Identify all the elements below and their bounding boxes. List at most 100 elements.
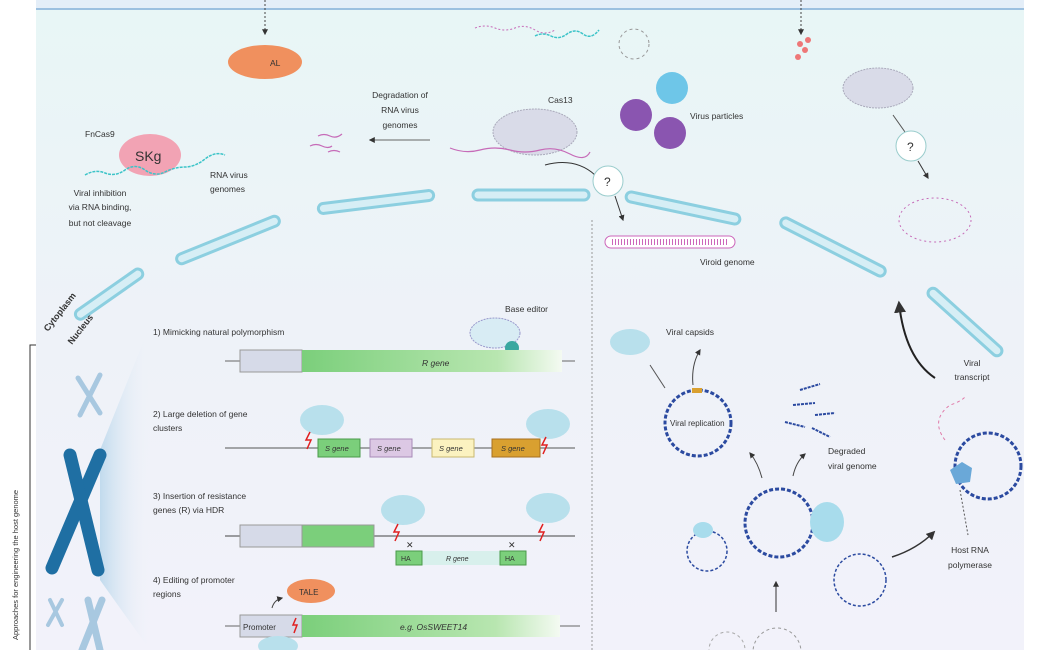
virus-particle bbox=[620, 99, 652, 131]
viral-capsids-label: Viral capsids bbox=[666, 327, 714, 337]
ha-box bbox=[499, 550, 527, 566]
svg-text:RNA virus: RNA virus bbox=[210, 170, 248, 180]
cas13-label: Cas13 bbox=[548, 95, 573, 105]
approaches-side-label: Approaches for engineering the host geno… bbox=[11, 490, 20, 640]
sweet-gene-label: e.g. OsSWEET14 bbox=[400, 622, 467, 632]
base-editor-label: Base editor bbox=[505, 304, 548, 314]
svg-text:2) Large deletion of gene: 2) Large deletion of gene bbox=[153, 409, 248, 419]
host-rna-polymerase bbox=[950, 462, 972, 484]
cas-complex bbox=[610, 329, 650, 355]
svg-text:Viral: Viral bbox=[964, 358, 981, 368]
r-gene-label: R gene bbox=[446, 556, 469, 563]
viral-transcript bbox=[938, 396, 966, 441]
ha-label: HA bbox=[505, 556, 515, 563]
gene-box bbox=[301, 524, 375, 548]
nuclear-envelope bbox=[73, 188, 1004, 358]
degraded-rna-fragments bbox=[309, 133, 343, 153]
promoter-region bbox=[239, 524, 303, 548]
viral-replication-label: Viral replication bbox=[670, 419, 725, 428]
sweet-gene-box bbox=[302, 615, 560, 637]
s-gene-box bbox=[491, 438, 541, 458]
crossover-icon: ✕ bbox=[508, 540, 516, 550]
cas9-complex bbox=[300, 405, 344, 435]
svg-text:but not cleavage: but not cleavage bbox=[69, 218, 132, 228]
s-gene-label: S gene bbox=[501, 444, 525, 453]
viral-inhibition-label: Viral inhibition via RNA binding, but no… bbox=[69, 188, 132, 228]
tale-label: TALE bbox=[299, 588, 318, 597]
svg-text:genomes: genomes bbox=[210, 184, 245, 194]
virus-particle bbox=[656, 72, 688, 104]
fncas9-guide-text: SKg bbox=[135, 148, 161, 164]
dna-virus-genome bbox=[953, 431, 1023, 501]
replication-origin bbox=[692, 388, 702, 393]
svg-text:transcript: transcript bbox=[955, 372, 991, 382]
target-rna bbox=[449, 147, 591, 159]
degradation-label: Degradation of RNA virus genomes bbox=[372, 90, 428, 130]
svg-text:clusters: clusters bbox=[153, 423, 182, 433]
transcription-arrow bbox=[891, 530, 936, 558]
r-gene-label: R gene bbox=[422, 358, 450, 368]
svg-text:genomes: genomes bbox=[383, 120, 418, 130]
fncas9-protein bbox=[119, 134, 181, 176]
circular-rna bbox=[618, 28, 650, 60]
cell-background bbox=[36, 0, 1024, 650]
inhibition-line bbox=[649, 364, 666, 389]
promoter-region bbox=[239, 349, 303, 373]
pathway-arrow bbox=[792, 453, 806, 477]
tale-binding-arrow bbox=[271, 596, 284, 609]
svg-text:RNA virus: RNA virus bbox=[381, 105, 419, 115]
host-rna-polymerase-label: Host RNA polymerase bbox=[948, 545, 992, 570]
viral-transcript-label: Viral transcript bbox=[955, 358, 991, 382]
cas-protein-right bbox=[842, 67, 914, 109]
crossover-icon: ✕ bbox=[406, 540, 414, 550]
svg-text:regions: regions bbox=[153, 589, 181, 599]
viroid-circle bbox=[898, 197, 972, 243]
svg-text:genes (R) via HDR: genes (R) via HDR bbox=[153, 505, 224, 515]
strategy-4-title: 4) Editing of promoter regions bbox=[153, 575, 235, 599]
viroid-label: Viroid genome bbox=[700, 257, 755, 267]
pathway-line bbox=[892, 114, 906, 133]
s-gene-box bbox=[317, 438, 361, 458]
export-arrow bbox=[894, 300, 936, 379]
unknown-mechanism-badge bbox=[592, 165, 624, 197]
svg-text:?: ? bbox=[907, 140, 914, 154]
cas-complex bbox=[810, 502, 844, 542]
pathway-arrow bbox=[749, 452, 763, 479]
cas9-complex bbox=[526, 493, 570, 523]
protein-label: AL bbox=[270, 58, 281, 68]
svg-text:1) Mimicking natural polymorph: 1) Mimicking natural polymorphism bbox=[153, 327, 284, 337]
svg-text:Degradation of: Degradation of bbox=[372, 90, 428, 100]
svg-text:Degraded: Degraded bbox=[828, 446, 866, 456]
svg-text:3) Insertion of resistance: 3) Insertion of resistance bbox=[153, 491, 246, 501]
s-gene-label: S gene bbox=[325, 444, 349, 453]
degraded-genome-label: Degraded viral genome bbox=[828, 446, 877, 471]
svg-text:4) Editing of promoter: 4) Editing of promoter bbox=[153, 575, 235, 585]
virus-particles-label: Virus particles bbox=[690, 111, 743, 121]
rna-fragment bbox=[474, 25, 556, 34]
promoter-label: Promoter bbox=[243, 623, 276, 632]
dna-virus-genome bbox=[833, 553, 887, 607]
chromosome-large bbox=[45, 448, 107, 577]
cut-site-icon bbox=[540, 436, 549, 455]
rna-virus-genome-free bbox=[534, 29, 600, 39]
donor-template bbox=[396, 551, 526, 565]
dna-virus-genome-small bbox=[686, 530, 728, 572]
dna-virus-genome bbox=[663, 388, 733, 458]
svg-text:?: ? bbox=[604, 175, 611, 189]
cas-complex bbox=[693, 522, 713, 538]
strategy-2-title: 2) Large deletion of gene clusters bbox=[153, 409, 248, 433]
virus-particle bbox=[654, 117, 686, 149]
s-gene-label: S gene bbox=[377, 444, 401, 453]
cut-site-icon bbox=[291, 617, 299, 634]
strategy-3-title: 3) Insertion of resistance genes (R) via… bbox=[153, 491, 246, 515]
s-gene-label: S gene bbox=[439, 444, 463, 453]
svg-text:Viral inhibition: Viral inhibition bbox=[74, 188, 127, 198]
fncas9-label: FnCas9 bbox=[85, 129, 115, 139]
capsid-arrow bbox=[692, 348, 701, 386]
chromosome-small bbox=[75, 372, 103, 418]
base-editor-complex bbox=[469, 317, 521, 349]
cas9-complex bbox=[526, 409, 570, 439]
pathway-arrow bbox=[917, 160, 929, 180]
